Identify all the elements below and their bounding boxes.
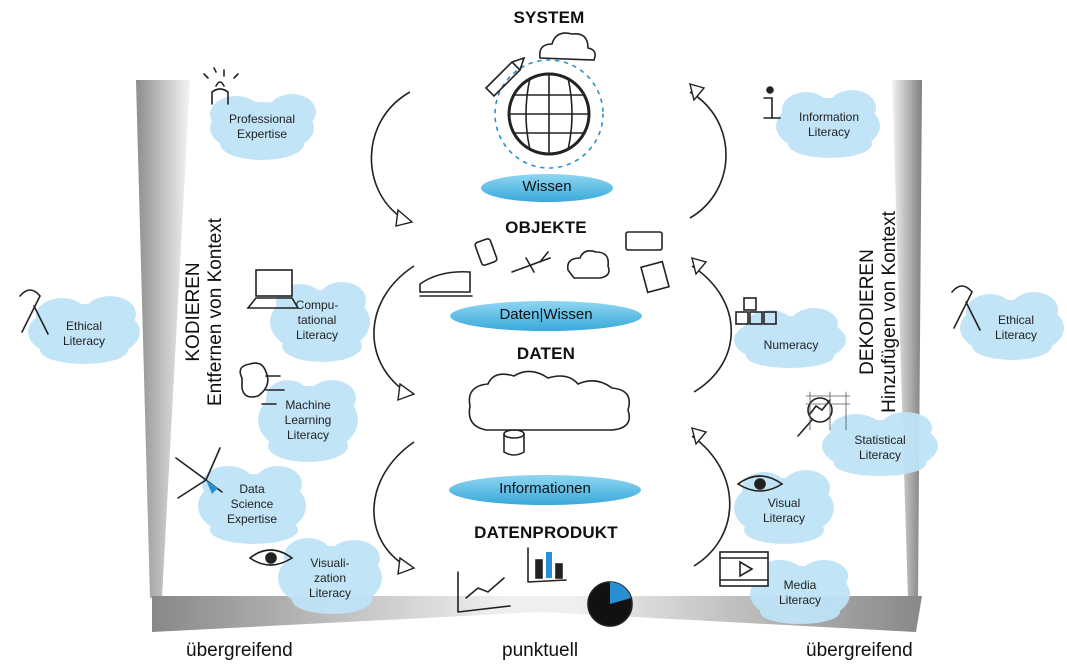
bottom-label-right: übergreifend <box>806 640 913 661</box>
label-information-literacy: Information Literacy <box>786 110 872 140</box>
cloud-numeracy <box>734 308 846 368</box>
label-machine-learning-literacy: Machine Learning Literacy <box>270 398 346 443</box>
cloud-line: Literacy <box>62 334 106 348</box>
eye-icon <box>736 475 784 492</box>
rocket-icon <box>484 56 526 98</box>
pill-informationen-shape <box>449 475 641 505</box>
side-left-line1: KODIEREN <box>183 262 204 362</box>
cloud-line: Ethical <box>997 313 1035 327</box>
eye-icon <box>248 549 294 566</box>
cloud-line: Learning <box>284 413 332 427</box>
phone-icon <box>474 238 498 266</box>
cloud-information-literacy <box>776 90 880 158</box>
card-icon <box>640 260 670 294</box>
weather-cloud-icon <box>566 250 610 279</box>
side-label-right: DEKODIEREN Hinzufügen von Kontext <box>857 187 901 437</box>
cloud-line: Literacy <box>994 328 1038 342</box>
label-computational-literacy: Compu- tational Literacy <box>282 298 352 343</box>
cloud-line: Literacy <box>762 511 806 525</box>
cloud-professional-expertise <box>210 94 316 160</box>
bottom-label-center: punktuell <box>502 640 579 661</box>
pill-wissen-shape <box>481 174 613 202</box>
globe-icon <box>494 59 604 169</box>
label-ethical-literacy-left: Ethical Literacy <box>48 319 120 349</box>
heading-daten: DATEN <box>516 344 576 363</box>
cloud-line: tational <box>297 313 337 327</box>
cloud-line: Literacy <box>858 448 902 462</box>
cloud-line: Literacy <box>778 593 822 607</box>
bar-chart-icon <box>527 547 567 583</box>
cloud-line: Literacy <box>807 125 851 139</box>
cloud-line: Science <box>230 497 274 511</box>
network-nodes-icon <box>175 447 223 499</box>
cloud-line: Literacy <box>286 428 330 442</box>
awareness-ribbon-icon <box>19 289 49 335</box>
cloud-line: Ethical <box>65 319 103 333</box>
cloud-ethical-literacy-right <box>960 292 1064 360</box>
laptop-icon <box>246 269 300 309</box>
awareness-ribbon-icon <box>951 285 981 331</box>
plane-icon <box>511 251 551 273</box>
magnifier-chart-icon <box>797 391 851 437</box>
cloud-line: Information <box>798 110 860 124</box>
pill-daten-wissen-shape <box>450 301 642 331</box>
film-icon <box>719 551 769 587</box>
cloud-machine-learning-literacy <box>258 380 358 462</box>
side-right-line1: DEKODIEREN <box>857 249 878 375</box>
cloud-line: Data <box>239 482 265 496</box>
pill-wissen: Wissen <box>522 178 572 195</box>
cloud-line: Literacy <box>308 586 352 600</box>
cloud-line: Compu- <box>295 298 339 312</box>
side-label-left: KODIEREN Entfernen von Kontext <box>183 187 227 437</box>
heading-system: SYSTEM <box>513 8 585 27</box>
cloud-storage-icon <box>538 32 596 61</box>
data-cloud-icon <box>468 370 631 431</box>
pill-informationen: Informationen <box>499 480 591 497</box>
label-ethical-literacy-right: Ethical Literacy <box>980 313 1052 343</box>
heading-datenprodukt: DATENPRODUKT <box>474 523 618 542</box>
cloud-line: Numeracy <box>763 338 819 352</box>
cloud-line: Machine <box>285 398 331 412</box>
pie-chart-icon <box>587 581 633 627</box>
person-stars-icon <box>203 67 239 105</box>
bottom-label-left: übergreifend <box>186 640 293 661</box>
cloud-line: Statistical <box>854 433 906 447</box>
cloud-line: Expertise <box>226 512 278 526</box>
cloud-line: zation <box>313 571 347 585</box>
label-professional-expertise: Professional Expertise <box>222 112 302 142</box>
cloud-line: Expertise <box>236 127 288 141</box>
cloud-statistical-literacy <box>822 412 938 476</box>
ticket-icon <box>625 231 663 251</box>
train-icon <box>419 270 473 297</box>
cloud-visualization-literacy <box>278 538 382 614</box>
number-blocks-icon <box>735 297 777 325</box>
line-chart-icon <box>457 571 511 613</box>
heading-objekte: OBJEKTE <box>505 218 587 237</box>
cloud-ethical-literacy-left <box>28 296 140 364</box>
info-icon <box>763 86 781 119</box>
label-numeracy: Numeracy <box>746 338 836 353</box>
pill-daten-wissen: Daten|Wissen <box>499 306 593 323</box>
label-visualization-literacy: Visuali- zation Literacy <box>294 556 366 601</box>
cloud-line: Visual <box>767 496 801 510</box>
side-left-line2: Entfernen von Kontext <box>205 218 226 407</box>
cloud-line: Professional <box>228 112 296 126</box>
side-right-line2: Hinzufügen von Kontext <box>879 211 900 413</box>
cloud-line: Visuali- <box>310 556 350 570</box>
label-visual-literacy: Visual Literacy <box>746 496 822 526</box>
cloud-line: Literacy <box>295 328 339 342</box>
label-statistical-literacy: Statistical Literacy <box>836 433 924 463</box>
label-data-science-expertise: Data Science Expertise <box>214 482 290 527</box>
database-icon <box>503 429 525 456</box>
label-media-literacy: Media Literacy <box>762 578 838 608</box>
brain-circuit-icon <box>239 362 285 405</box>
left-frame-wedge <box>136 80 190 598</box>
cloud-data-science-expertise <box>198 466 306 544</box>
cloud-line: Media <box>783 578 817 592</box>
